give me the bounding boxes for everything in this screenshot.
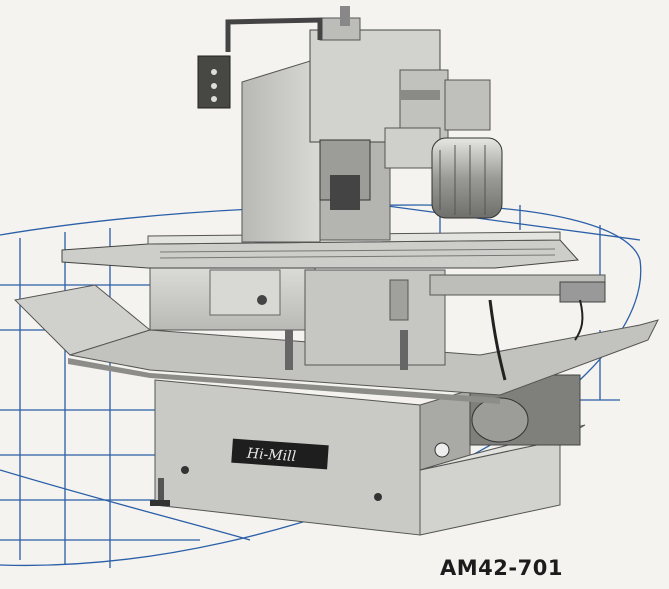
brand-plate: Hi-Mill (245, 446, 296, 465)
milling-head (309, 6, 491, 210)
pendant-control (197, 17, 323, 109)
hydraulic-unit (419, 374, 586, 536)
model-caption: AM42-701 (440, 556, 563, 580)
knee (149, 264, 446, 370)
motor (431, 137, 503, 219)
